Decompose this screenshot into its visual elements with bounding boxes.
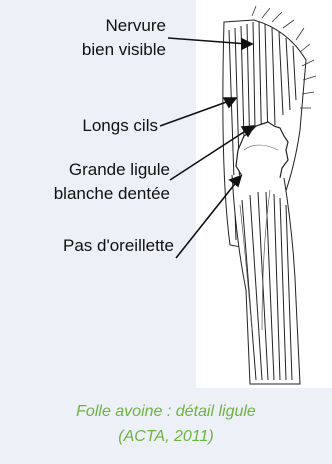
caption-line1: Folle avoine : détail ligule (0, 402, 332, 422)
label-oreillette: Pas d'oreillette (63, 236, 174, 256)
label-nervure-line2: bien visible (82, 40, 166, 60)
caption-line2: (ACTA, 2011) (0, 427, 332, 447)
label-nervure: Nervure bien visible (82, 16, 166, 60)
label-ligule: Grande ligule blanche dentée (54, 160, 170, 204)
caption: Folle avoine : détail ligule (ACTA, 2011… (0, 402, 332, 447)
label-nervure-line1: Nervure (82, 16, 166, 36)
label-ligule-line2: blanche dentée (54, 184, 170, 204)
label-longs-cils: Longs cils (82, 116, 158, 136)
label-ligule-line1: Grande ligule (54, 160, 170, 180)
